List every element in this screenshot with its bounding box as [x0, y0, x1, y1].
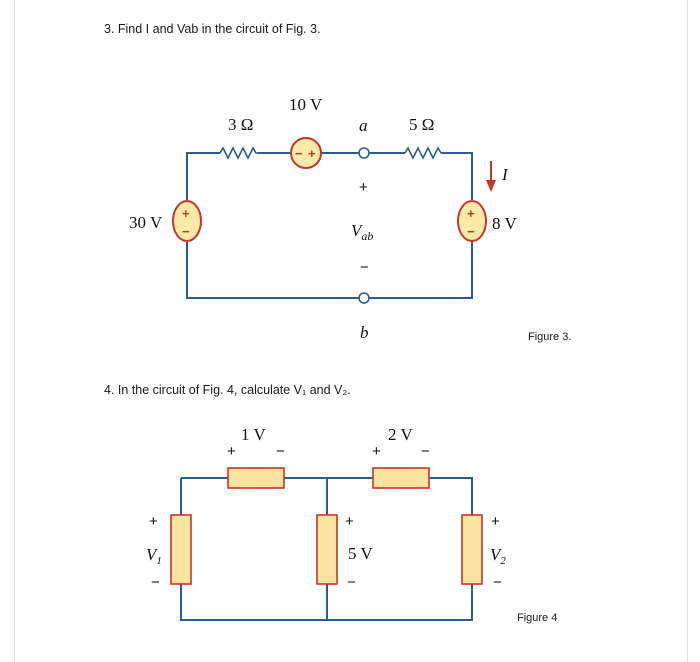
fig3-label-node-a: a — [359, 116, 368, 135]
fig3-8v-plus: + — [467, 206, 475, 221]
fig4-1v-plus: + — [227, 443, 236, 460]
fig3-label-current: I — [501, 165, 509, 184]
fig3-label-vab: Vab — [351, 221, 373, 243]
fig3-10v-minus: − — [295, 146, 303, 161]
fig4-v2-plus: + — [491, 513, 500, 530]
figure-4-caption: Figure 4 — [517, 612, 558, 624]
fig4-label-v2: V2 — [490, 545, 506, 567]
fig3-label-30v: 30 V — [129, 213, 163, 232]
fig3-label-node-b: b — [360, 323, 369, 342]
fig4-v2-minus: − — [493, 574, 502, 591]
figure-3-caption: Figure 3. — [528, 331, 572, 343]
fig3-node-b — [358, 292, 370, 304]
fig4-label-v1: V1 — [146, 545, 162, 567]
fig4-element-5v — [316, 514, 338, 585]
fig3-label-8v: 8 V — [492, 214, 517, 233]
fig4-wire-top-right — [429, 477, 473, 515]
fig3-label-10v: 10 V — [289, 95, 323, 114]
fig4-label-2v: 2 V — [388, 425, 413, 444]
fig3-10v-plus: + — [308, 146, 316, 161]
fig4-5v-plus: + — [345, 513, 354, 530]
fig3-label-3ohm: 3 Ω — [228, 115, 253, 134]
fig3-wire-top-left — [186, 152, 220, 200]
fig3-label-5ohm: 5 Ω — [409, 115, 434, 134]
fig3-resistor-3ohm — [219, 146, 258, 160]
fig4-label-1v: 1 V — [241, 425, 266, 444]
fig4-2v-minus: − — [421, 443, 430, 460]
fig3-source-30v — [172, 200, 202, 242]
fig3-30v-plus: + — [182, 206, 190, 221]
fig4-v1-plus: + — [149, 513, 158, 530]
fig4-2v-plus: + — [372, 443, 381, 460]
fig3-vab-minus: − — [360, 259, 369, 276]
fig3-source-8v — [457, 200, 487, 242]
fig4-element-2v — [372, 467, 430, 489]
fig3-wire-r2-to-right — [442, 152, 473, 200]
fig3-node-a — [358, 147, 370, 159]
fig3-resistor-5ohm — [404, 146, 442, 160]
fig3-vab-plus: + — [359, 179, 368, 196]
fig4-element-1v — [227, 467, 285, 489]
document-page — [14, 0, 688, 662]
fig3-wire-bottom-right — [369, 242, 473, 299]
fig4-v1-minus: − — [151, 574, 160, 591]
fig3-source-10v — [290, 137, 322, 169]
fig3-wire-left-down — [186, 242, 359, 299]
fig4-element-v2 — [461, 514, 483, 585]
fig3-30v-minus: − — [182, 224, 190, 239]
fig3-current-arrow-head — [486, 180, 496, 192]
fig4-1v-minus: − — [276, 443, 285, 460]
fig3-8v-minus: − — [467, 224, 475, 239]
fig4-5v-minus: − — [347, 574, 356, 591]
question-3-text: 3. Find I and Vab in the circuit of Fig.… — [104, 22, 321, 36]
question-4-text: 4. In the circuit of Fig. 4, calculate V… — [104, 383, 351, 397]
fig4-element-v1 — [170, 514, 192, 585]
fig4-label-5v: 5 V — [348, 544, 373, 563]
